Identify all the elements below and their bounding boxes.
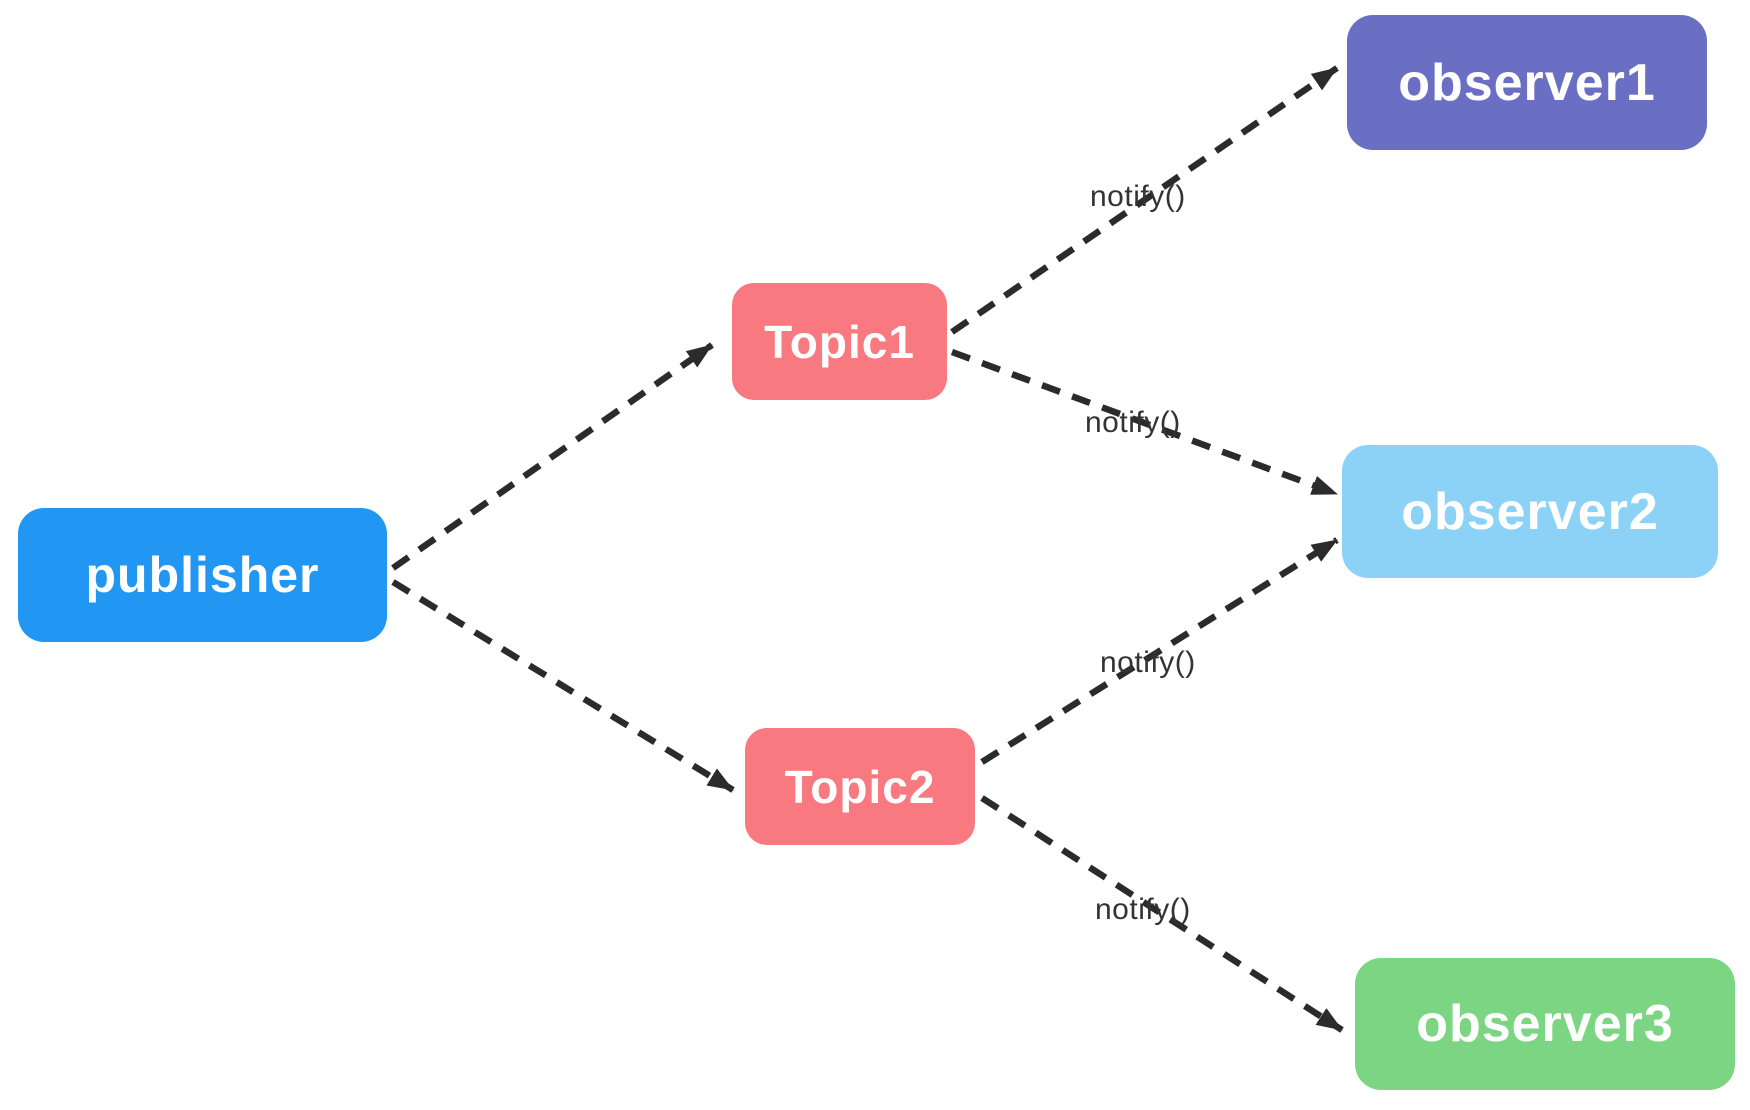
edge-label-notify-topic1-observer2: notify(): [1085, 406, 1181, 439]
node-publisher: publisher: [18, 508, 387, 642]
node-topic2: Topic2: [745, 728, 975, 845]
arrow-topic1-to-observer2: [950, 348, 1339, 498]
arrow-publisher-to-topic1: [391, 342, 714, 571]
edge-label-notify-topic2-observer2: notify(): [1100, 646, 1196, 679]
arrow-topic2-to-observer3: [980, 795, 1344, 1033]
edge-label-notify-topic2-observer3: notify(): [1095, 893, 1191, 926]
arrow-publisher-to-topic2: [391, 579, 735, 793]
node-observer2: observer2: [1342, 445, 1718, 578]
node-observer1: observer1: [1347, 15, 1707, 150]
arrow-topic1-to-observer1: [950, 65, 1339, 335]
edge-label-notify-topic1-observer1: notify(): [1090, 180, 1186, 213]
node-observer3: observer3: [1355, 958, 1735, 1090]
arrow-topic2-to-observer2: [980, 537, 1339, 765]
node-topic1: Topic1: [732, 283, 947, 400]
